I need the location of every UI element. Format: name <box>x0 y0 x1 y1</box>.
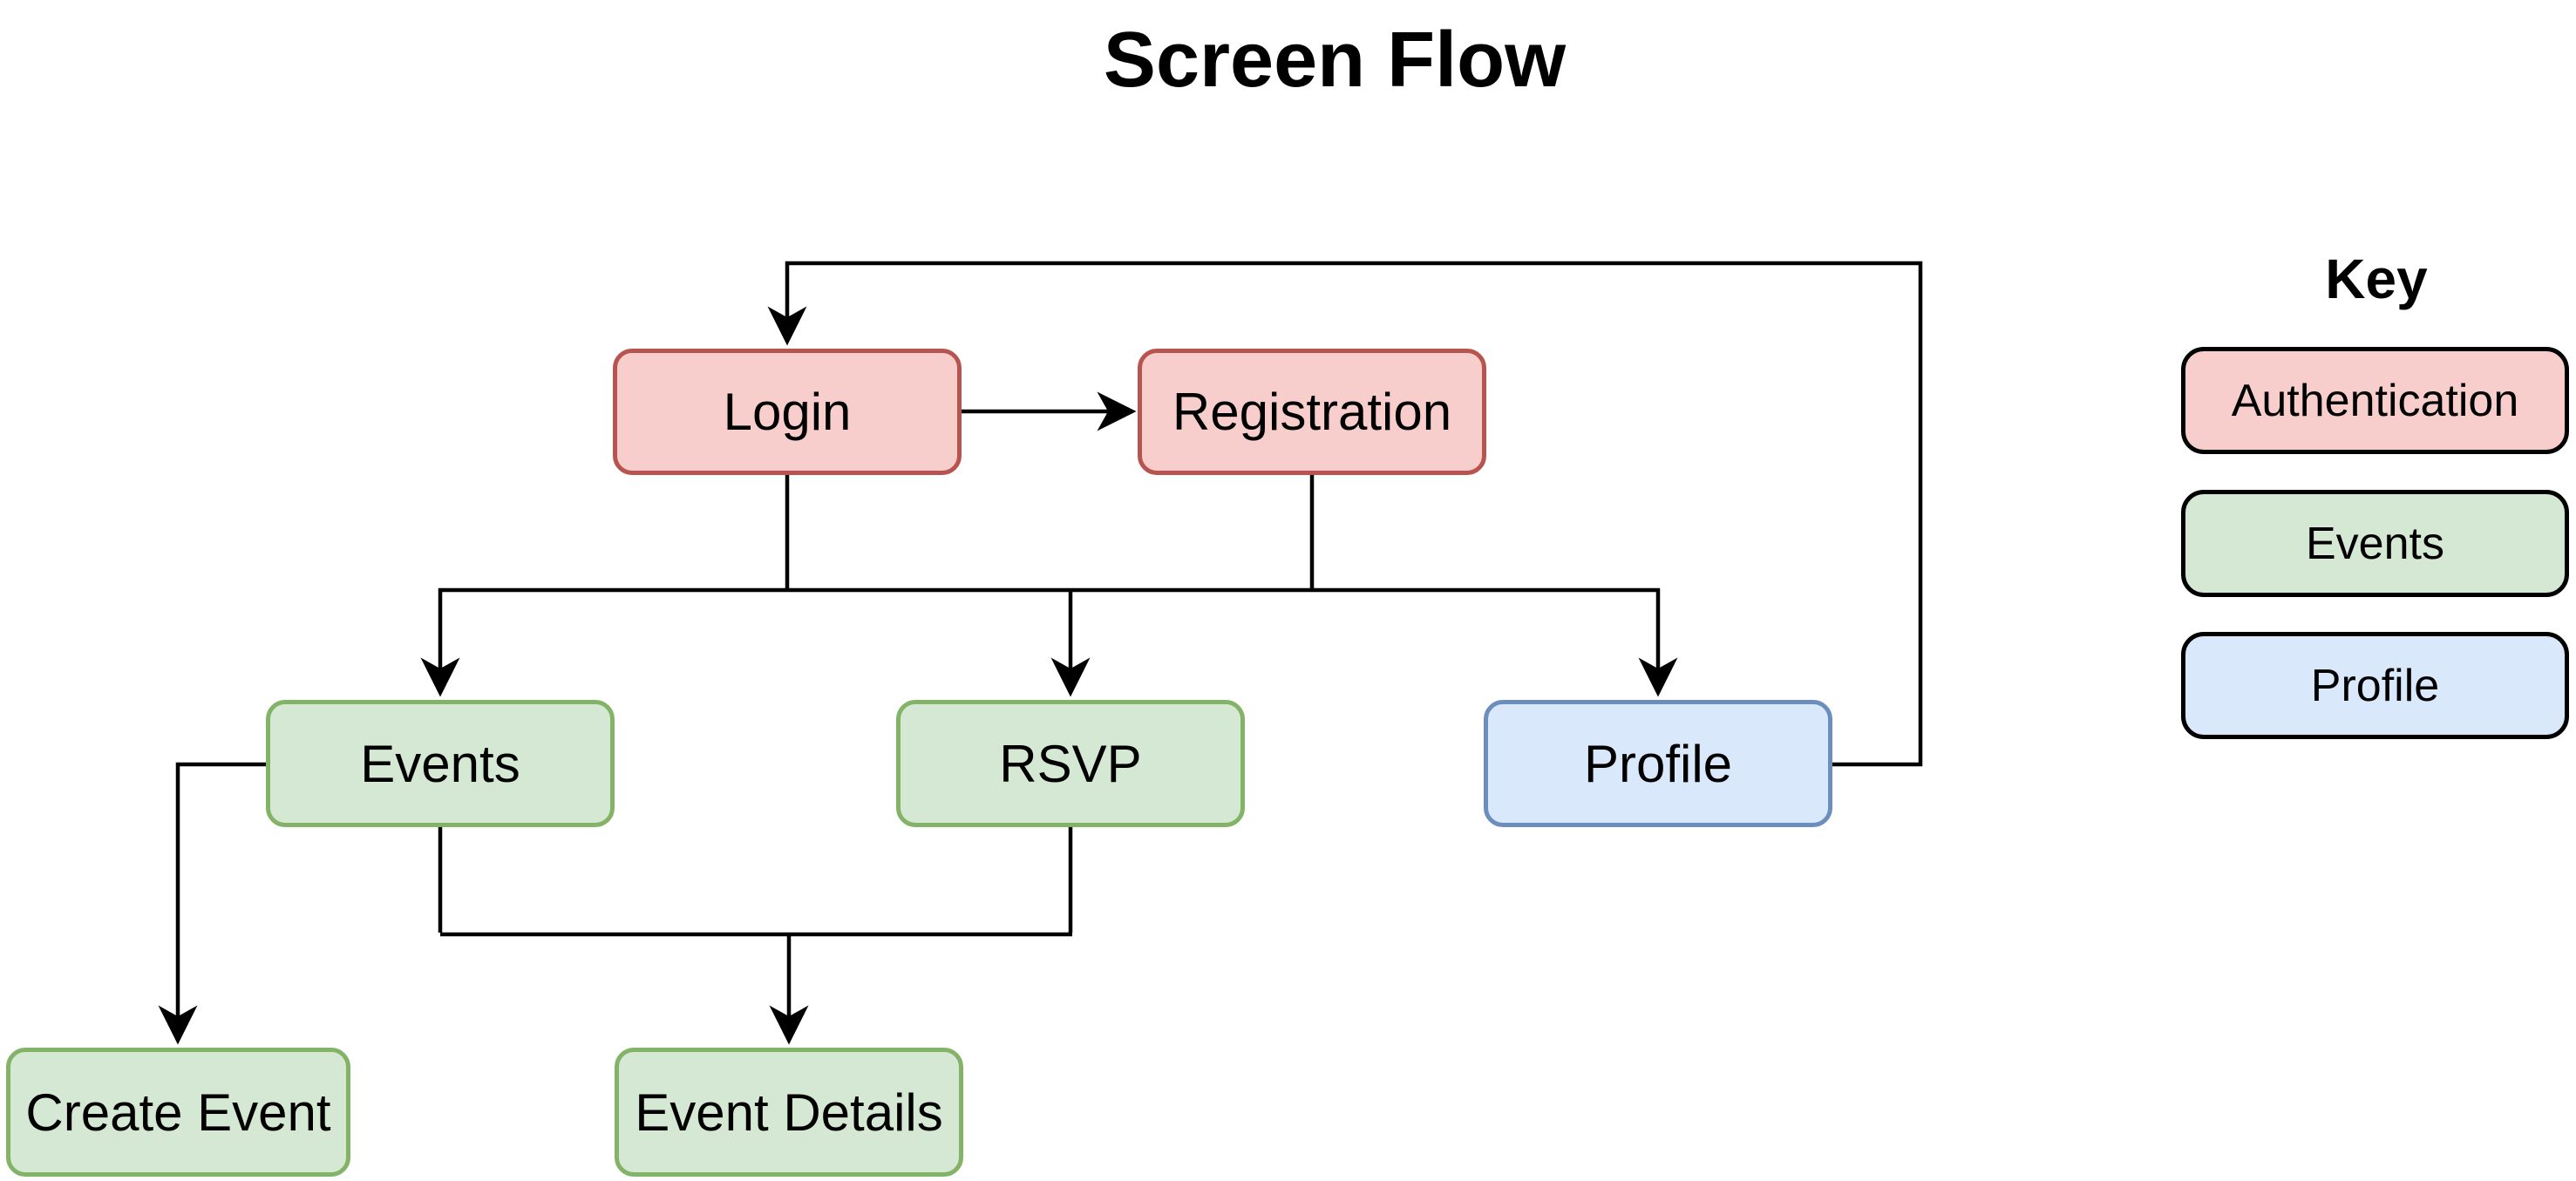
node-events-label: Events <box>360 734 520 793</box>
node-registration: Registration <box>1138 349 1486 475</box>
node-events: Events <box>266 700 615 827</box>
node-rsvp: RSVP <box>896 700 1245 827</box>
edge-profile-login-loop <box>767 261 1923 767</box>
key-item-authentication: Authentication <box>2181 347 2569 454</box>
node-registration-label: Registration <box>1172 383 1452 441</box>
node-profile-label: Profile <box>1583 734 1733 793</box>
node-login-label: Login <box>723 383 852 441</box>
node-create-event-label: Create Event <box>25 1083 331 1142</box>
node-event-details: Event Details <box>615 1048 963 1177</box>
node-rsvp-label: RSVP <box>999 734 1142 793</box>
node-create-event: Create Event <box>6 1048 350 1177</box>
node-profile: Profile <box>1484 700 1832 827</box>
key-item-events-label: Events <box>2306 518 2444 569</box>
node-event-details-label: Event Details <box>635 1083 943 1142</box>
key-heading: Key <box>2325 248 2428 310</box>
edge-events-create-event <box>158 762 266 1045</box>
node-login: Login <box>613 349 962 475</box>
key-item-profile: Profile <box>2181 632 2569 739</box>
key-item-authentication-label: Authentication <box>2231 375 2519 426</box>
key-item-profile-label: Profile <box>2310 660 2440 711</box>
page-title: Screen Flow <box>1103 17 1567 104</box>
key-item-events: Events <box>2181 490 2569 597</box>
